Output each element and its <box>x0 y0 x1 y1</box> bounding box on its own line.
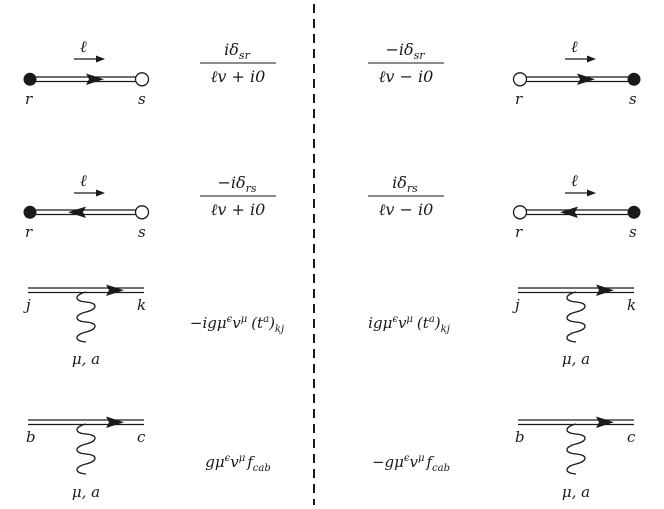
rule-numerator: iδ <box>224 40 239 59</box>
svg-text:iδrs: iδrs <box>392 173 418 195</box>
arrow-right-icon <box>86 73 104 85</box>
row2-left-rule: −iδrs ℓv + i0 <box>200 173 276 219</box>
vertex-label-left: b <box>515 428 525 446</box>
vertex-label-right: k <box>137 296 146 314</box>
rule-denominator: ℓv − i0 <box>379 67 434 86</box>
row3-right-vertex: j k μ, a <box>512 284 636 368</box>
gluon-label: μ, a <box>562 350 590 368</box>
row3-right-rule: igμϵvμ(ta)kj <box>368 314 450 335</box>
filled-vertex-icon <box>23 205 37 219</box>
vertex-label-left: j <box>23 296 31 314</box>
row1-left-propagator: ℓ r s <box>23 37 150 108</box>
momentum-arrow-icon <box>587 55 596 63</box>
momentum-label: ℓ <box>80 171 87 190</box>
vertex-label-left: r <box>25 223 33 241</box>
momentum-arrow-icon <box>587 189 596 197</box>
arrow-left-icon <box>560 206 578 218</box>
arrow-left-icon <box>68 206 86 218</box>
rule-denominator: ℓv − i0 <box>379 200 434 219</box>
arrow-right-icon <box>596 284 614 296</box>
vertex-label-right: k <box>627 296 636 314</box>
open-vertex-icon <box>512 72 528 87</box>
gluon-label: μ, a <box>72 350 100 368</box>
filled-vertex-icon <box>627 205 641 219</box>
rule-numerator: iδ <box>392 173 407 192</box>
arrow-right-icon <box>106 416 124 428</box>
rule-numerator: −iδ <box>385 40 413 59</box>
arrow-right-icon <box>596 416 614 428</box>
momentum-arrow-icon <box>96 189 105 197</box>
vertex-label-left: r <box>25 90 33 108</box>
vertex-label-right: s <box>138 223 146 241</box>
rule-denominator: ℓv + i0 <box>211 67 266 86</box>
row1-right-propagator: ℓ r s <box>512 37 641 108</box>
gluon-label: μ, a <box>562 483 590 501</box>
svg-text:iδsr: iδsr <box>224 40 250 62</box>
rule-numerator-sub: sr <box>414 49 426 62</box>
rule-numerator: −iδ <box>217 173 245 192</box>
row3-left-vertex: j k μ, a <box>23 284 146 368</box>
svg-text:−iδrs: −iδrs <box>217 173 256 195</box>
open-vertex-icon <box>512 205 528 220</box>
vertex-label-right: s <box>629 90 637 108</box>
arrow-right-icon <box>577 73 595 85</box>
rule-numerator-sub: sr <box>239 49 251 62</box>
momentum-arrow-icon <box>96 55 105 63</box>
rule-denominator: ℓv + i0 <box>211 200 266 219</box>
row3-left-rule: −igμϵvμ(ta)kj <box>190 314 284 335</box>
momentum-label: ℓ <box>571 171 578 190</box>
vertex-label-right: c <box>137 428 146 446</box>
vertex-label-left: r <box>515 90 523 108</box>
row2-right-propagator: ℓ r s <box>512 171 641 241</box>
vertex-label-left: r <box>515 223 523 241</box>
row1-left-rule: iδsr ℓv + i0 <box>200 40 276 86</box>
row1-right-rule: −iδsr ℓv − i0 <box>368 40 444 86</box>
row2-right-rule: iδrs ℓv − i0 <box>368 173 444 219</box>
arrow-right-icon <box>106 284 124 296</box>
gluon-line-icon <box>76 291 96 343</box>
vertex-label-right: s <box>629 223 637 241</box>
momentum-label: ℓ <box>80 37 87 56</box>
gluon-line-icon <box>76 423 96 475</box>
row4-left-vertex: b c μ, a <box>26 416 146 501</box>
svg-text:−iδsr: −iδsr <box>385 40 425 62</box>
filled-vertex-icon <box>627 72 641 86</box>
open-vertex-icon <box>134 205 150 220</box>
row4-right-vertex: b c μ, a <box>515 416 636 501</box>
filled-vertex-icon <box>23 72 37 86</box>
vertex-label-right: s <box>138 90 146 108</box>
rule-numerator-sub: rs <box>246 182 257 195</box>
gluon-line-icon <box>566 423 586 475</box>
open-vertex-icon <box>134 72 150 87</box>
vertex-label-left: b <box>26 428 36 446</box>
momentum-label: ℓ <box>571 37 578 56</box>
rule-numerator-sub: rs <box>407 182 418 195</box>
gluon-label: μ, a <box>72 483 100 501</box>
vertex-label-right: c <box>627 428 636 446</box>
row2-left-propagator: ℓ r s <box>23 171 150 241</box>
vertex-label-left: j <box>512 296 520 314</box>
gluon-line-icon <box>566 291 586 343</box>
